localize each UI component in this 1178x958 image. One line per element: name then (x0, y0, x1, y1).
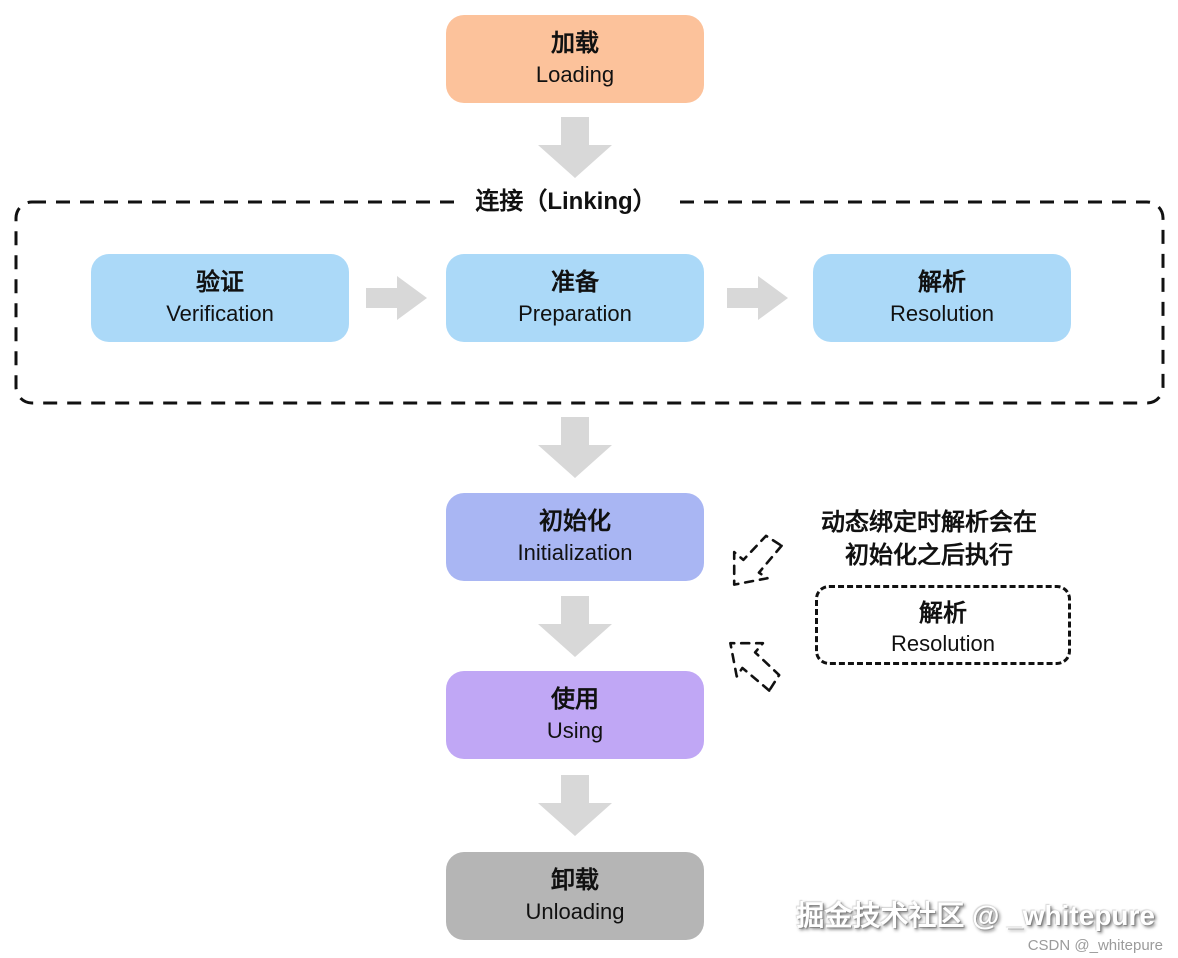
dashed-arrow-icon (729, 641, 781, 692)
node-resolution-dashed: 解析 Resolution (815, 585, 1071, 665)
node-unloading: 卸载 Unloading (446, 852, 704, 940)
down-arrow-icon (538, 596, 612, 657)
node-resolution: 解析 Resolution (813, 254, 1071, 342)
node-initialization-label-zh: 初始化 (539, 507, 611, 535)
node-initialization-label-en: Initialization (517, 539, 633, 565)
down-arrow-icon (538, 775, 612, 836)
dashed-arrow-icon (732, 534, 783, 586)
node-resolution-label-en: Resolution (890, 300, 994, 326)
watermark-juejin: 掘金技术社区 @ _whitepure (796, 900, 1155, 931)
node-preparation-label-en: Preparation (518, 300, 632, 326)
node-verification: 验证 Verification (91, 254, 349, 342)
dynamic-binding-note: 动态绑定时解析会在 初始化之后执行 (789, 506, 1069, 572)
node-loading-label-en: Loading (535, 61, 615, 87)
right-arrow-icon (727, 276, 788, 320)
node-unloading-label-en: Unloading (525, 898, 625, 924)
node-verification-label-zh: 验证 (196, 268, 244, 296)
node-loading: 加载 Loading (446, 15, 704, 103)
node-preparation-label-zh: 准备 (551, 268, 599, 296)
watermark: 掘金技术社区 @ _whitepure CSDN @_whitepure (796, 894, 1163, 954)
node-resolution-dashed-label-zh: 解析 (919, 600, 967, 627)
node-verification-label-en: Verification (166, 300, 274, 326)
right-arrow-icon (366, 276, 427, 320)
node-loading-label-zh: 加载 (551, 29, 599, 57)
down-arrow-icon (538, 417, 612, 478)
node-unloading-label-zh: 卸载 (551, 866, 599, 894)
dynamic-binding-note-line1: 动态绑定时解析会在 (821, 509, 1037, 536)
linking-group-label: 连接（Linking） (459, 186, 673, 218)
node-resolution-label-zh: 解析 (918, 268, 966, 296)
watermark-csdn: CSDN @_whitepure (1027, 937, 1163, 954)
node-using-label-en: Using (546, 717, 604, 743)
node-using: 使用 Using (446, 671, 704, 759)
down-arrow-icon (538, 117, 612, 178)
node-using-label-zh: 使用 (551, 685, 599, 713)
dynamic-binding-note-line2: 初始化之后执行 (845, 542, 1013, 569)
node-initialization: 初始化 Initialization (446, 493, 704, 581)
node-resolution-dashed-label-en: Resolution (891, 631, 995, 656)
node-preparation: 准备 Preparation (446, 254, 704, 342)
